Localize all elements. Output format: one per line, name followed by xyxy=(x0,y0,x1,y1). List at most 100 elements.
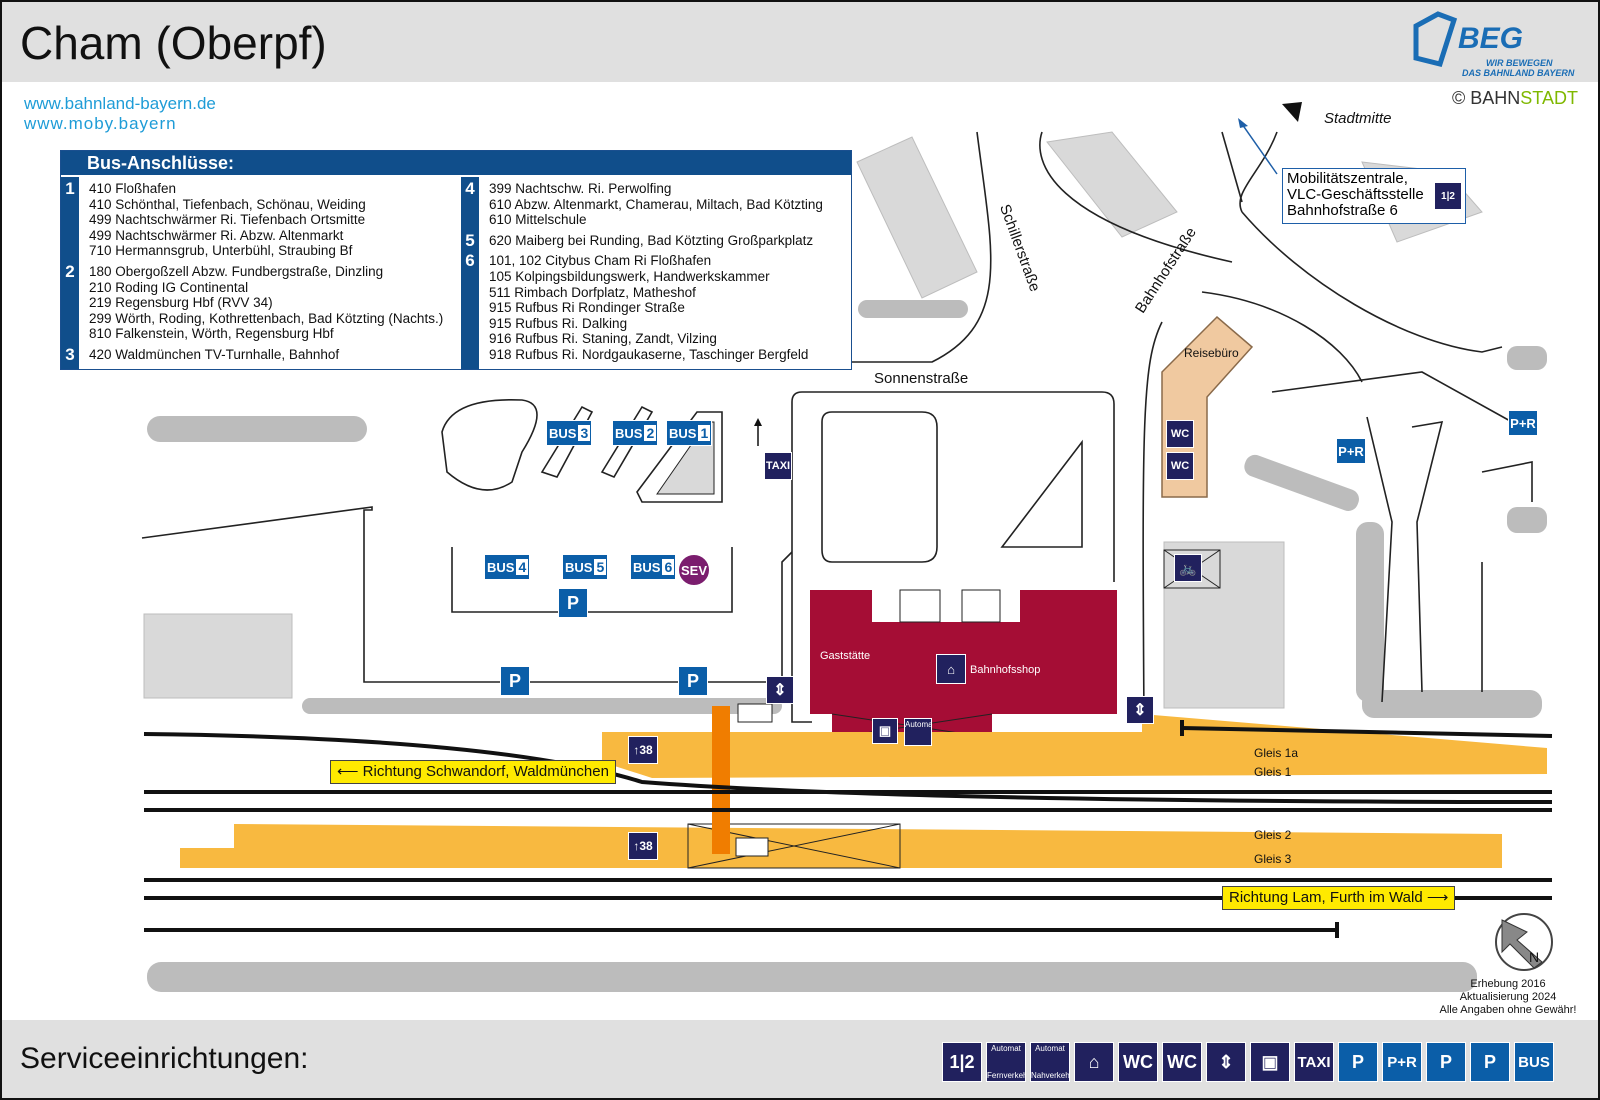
road-triangle xyxy=(1000,439,1083,548)
short-term-parking-icon: P xyxy=(1470,1042,1510,1082)
bus-line-entry: 299 Wörth, Roding, Kothrettenbach, Bad K… xyxy=(89,310,444,326)
copyright-bahn: BAHN xyxy=(1470,88,1521,108)
bus-line-entry: 105 Kolpingsbildungswerk, Handwerkskamme… xyxy=(489,269,770,284)
mobility-center-line1: Mobilitätszentrale, xyxy=(1287,170,1408,187)
park-and-ride-icon: P+R xyxy=(1382,1042,1422,1082)
hedge-6 xyxy=(1244,454,1359,511)
station-building xyxy=(810,590,1117,714)
bus-line-entry: 620 Maiberg bei Runding, Bad Kötzting Gr… xyxy=(489,232,814,248)
platform-access-label-2: 38 xyxy=(639,839,653,853)
road-east-1 xyxy=(1271,371,1513,423)
hedge-2 xyxy=(858,300,968,318)
hedge-7 xyxy=(1507,346,1547,370)
bus-stop-number-2: 2 xyxy=(65,262,75,281)
hedges xyxy=(147,300,1547,992)
beg-tagline-1: WIR BEWEGEN xyxy=(1486,58,1553,68)
bus-line-entry: 810 Falkenstein, Wörth, Regensburg Hbf xyxy=(89,326,334,342)
platform-1 xyxy=(602,714,1547,778)
compass-label: N xyxy=(1529,949,1539,965)
label-bahnhofsshop: Bahnhofsshop xyxy=(970,664,1041,676)
bus-line-entry: 915 Rufbus Ri. Dalking xyxy=(489,315,628,331)
accessible-parking-icon: P xyxy=(1338,1042,1378,1082)
road-schiller-east xyxy=(1039,131,1233,263)
station-recess-1 xyxy=(899,589,941,623)
wc-icon: WC xyxy=(1162,1042,1202,1082)
bus-line-entry: 915 Rufbus Ri Rondinger Straße xyxy=(489,300,685,316)
compass-icon xyxy=(1495,913,1553,971)
taxi-direction-arrow-icon xyxy=(754,418,762,426)
park-and-ride-map-icon-1: P+R xyxy=(1336,438,1366,464)
bahnstadt-copyright: © BAHNSTADT xyxy=(1452,88,1578,109)
bicycle-parking-icon: 🚲 xyxy=(1174,554,1202,582)
waiting-room-map-icon: ⌂ xyxy=(936,654,966,684)
footbridge xyxy=(712,706,730,854)
road-east-2 xyxy=(1366,416,1393,703)
stairs-north xyxy=(737,703,773,723)
credits: Erhebung 2016 Aktualisierung 2024 Alle A… xyxy=(1422,978,1594,1017)
bus-line-entry: 499 Nachtschwärmer Ri. Abzw. Altenmarkt xyxy=(89,227,344,243)
track-curve xyxy=(143,732,1553,804)
bus-stop-label: BUS xyxy=(615,425,643,441)
bus-stop-number-3: 3 xyxy=(65,345,75,364)
bus-stop-number-6: 6 xyxy=(465,251,475,271)
service-icon-label: P xyxy=(1483,1051,1496,1072)
platform-access-icon-2: ↑38 xyxy=(628,832,658,860)
bus-stop-label: BUS xyxy=(565,559,593,575)
direction-east-box: Richtung Lam, Furth im Wald ⟶ xyxy=(1222,886,1456,910)
credits-line3: Alle Angaben ohne Gewähr! xyxy=(1439,1004,1577,1016)
road-east-4 xyxy=(1481,461,1533,502)
road-east-3 xyxy=(1411,421,1444,693)
taxi-icon: TAXI xyxy=(1294,1042,1334,1082)
beg-logo-icon xyxy=(1413,11,1458,67)
stadtmitte-arrow-icon xyxy=(1282,102,1302,122)
taxi-map-icon: TAXI xyxy=(764,452,792,480)
park-and-ride-map-icon-2: P+R xyxy=(1508,410,1538,436)
service-icon-label: TAXI xyxy=(1297,1053,1331,1071)
label-gleis-2: Gleis 2 xyxy=(1254,828,1292,842)
bus-icon: BUS xyxy=(1514,1042,1554,1082)
road-island xyxy=(821,411,938,563)
link-moby-bayern[interactable]: www.moby.bayern xyxy=(24,114,177,133)
hedge-south xyxy=(147,962,1477,992)
service-icon-label: P xyxy=(1351,1051,1364,1072)
bus-stop-label: BUS xyxy=(487,559,515,575)
accessible-lift-icon: ⇕ xyxy=(1206,1042,1246,1082)
service-icon-label: Automat xyxy=(991,1044,1021,1053)
bus-stop-column-left xyxy=(61,177,79,369)
short-term-parking-map-icon: P xyxy=(500,666,530,696)
road-schiller-west xyxy=(742,131,992,363)
bus-stop-number: 1 xyxy=(698,425,711,441)
road-station-w xyxy=(791,582,812,723)
wc-map-icon: WC xyxy=(1166,452,1194,480)
building-west xyxy=(143,613,293,699)
ticket-machine-map-label: Automat xyxy=(905,720,932,729)
stairs-south xyxy=(735,837,769,857)
building-north-2 xyxy=(1046,131,1178,238)
bus-stop-number-4: 4 xyxy=(465,179,475,198)
mobility-center-line2: VLC-Geschäftsstelle xyxy=(1287,186,1424,203)
road-stadtmitte-1 xyxy=(1241,211,1503,353)
label-reisebuero: Reisebüro xyxy=(1184,346,1239,360)
label-gleis-1: Gleis 1 xyxy=(1254,765,1292,779)
link-bahnland-bayern[interactable]: www.bahnland-bayern.de xyxy=(24,94,216,113)
credits-line2: Aktualisierung 2024 xyxy=(1459,991,1557,1003)
parking-icon: P xyxy=(1426,1042,1466,1082)
copyright-stadt: STADT xyxy=(1520,88,1578,108)
service-icon-label: Automat xyxy=(1035,1044,1065,1053)
hedge-3 xyxy=(302,698,782,714)
header-band xyxy=(2,2,1598,82)
service-facilities-title: Serviceeinrichtungen: xyxy=(20,1042,309,1075)
bus-stop-label: BUS xyxy=(669,425,697,441)
ticket-machine-map-icon: Automat xyxy=(904,718,932,746)
bus-stop-number-1: 1 xyxy=(65,179,75,198)
hedge-1 xyxy=(147,416,367,442)
luggage-locker-icon: ▣ xyxy=(1250,1042,1290,1082)
direction-west-label: Richtung Schwandorf, Waldmünchen xyxy=(362,763,609,780)
beg-logo-text: BEG xyxy=(1458,22,1524,55)
copyright-symbol: © xyxy=(1452,88,1466,108)
label-gleis-1a: Gleis 1a xyxy=(1254,746,1299,760)
road-bus-island-1 xyxy=(441,398,538,491)
tracks xyxy=(143,726,1553,932)
